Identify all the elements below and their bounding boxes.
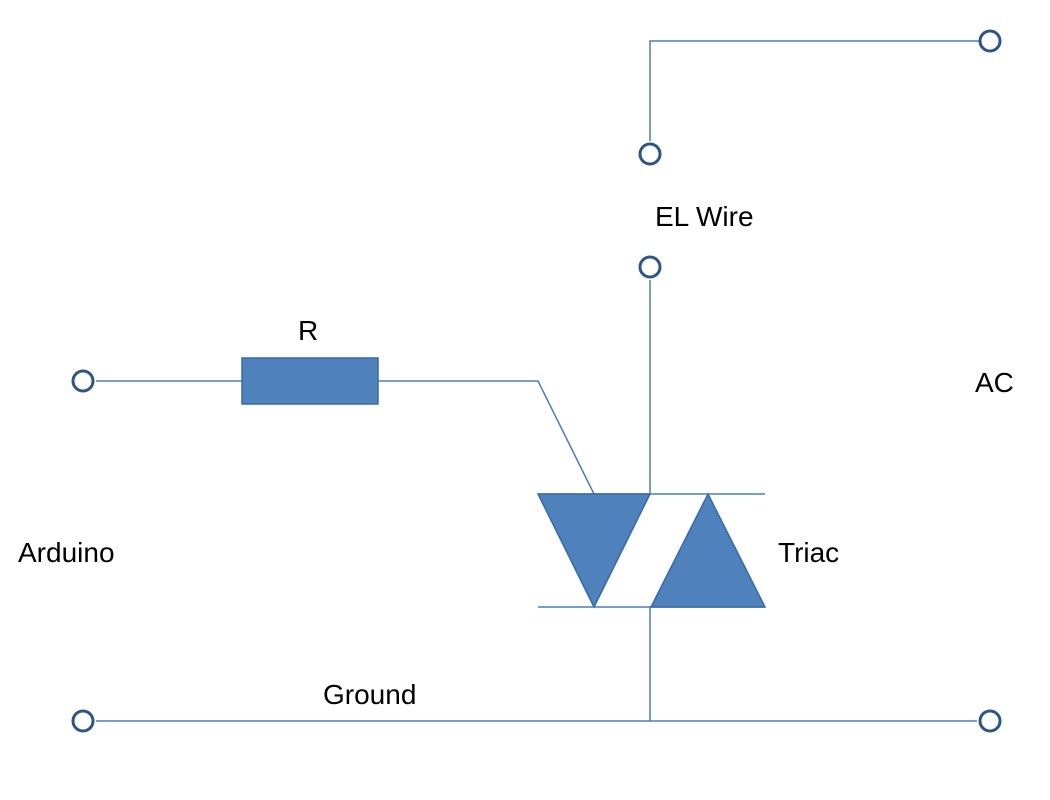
triac-up-triangle xyxy=(649,492,767,608)
el-wire-label: EL Wire xyxy=(655,201,754,232)
resistor-label: R xyxy=(298,315,319,346)
ac-bottom-terminal xyxy=(978,709,1002,733)
ac-top-terminal xyxy=(978,29,1002,53)
el-wire-top-terminal xyxy=(638,142,662,166)
triac-label: Triac xyxy=(778,537,840,568)
ac-top-wire xyxy=(649,40,990,141)
ac-label: AC xyxy=(975,367,1014,398)
arduino-ground-terminal xyxy=(71,709,95,733)
arduino-signal-terminal xyxy=(71,369,95,393)
resistor-body xyxy=(241,357,379,405)
resistor-to-gate-wire xyxy=(378,380,595,495)
el-wire-bottom-terminal xyxy=(638,255,662,279)
ground-label: Ground xyxy=(323,679,417,710)
triac-down-triangle xyxy=(536,493,652,609)
arduino-label: Arduino xyxy=(18,537,115,568)
